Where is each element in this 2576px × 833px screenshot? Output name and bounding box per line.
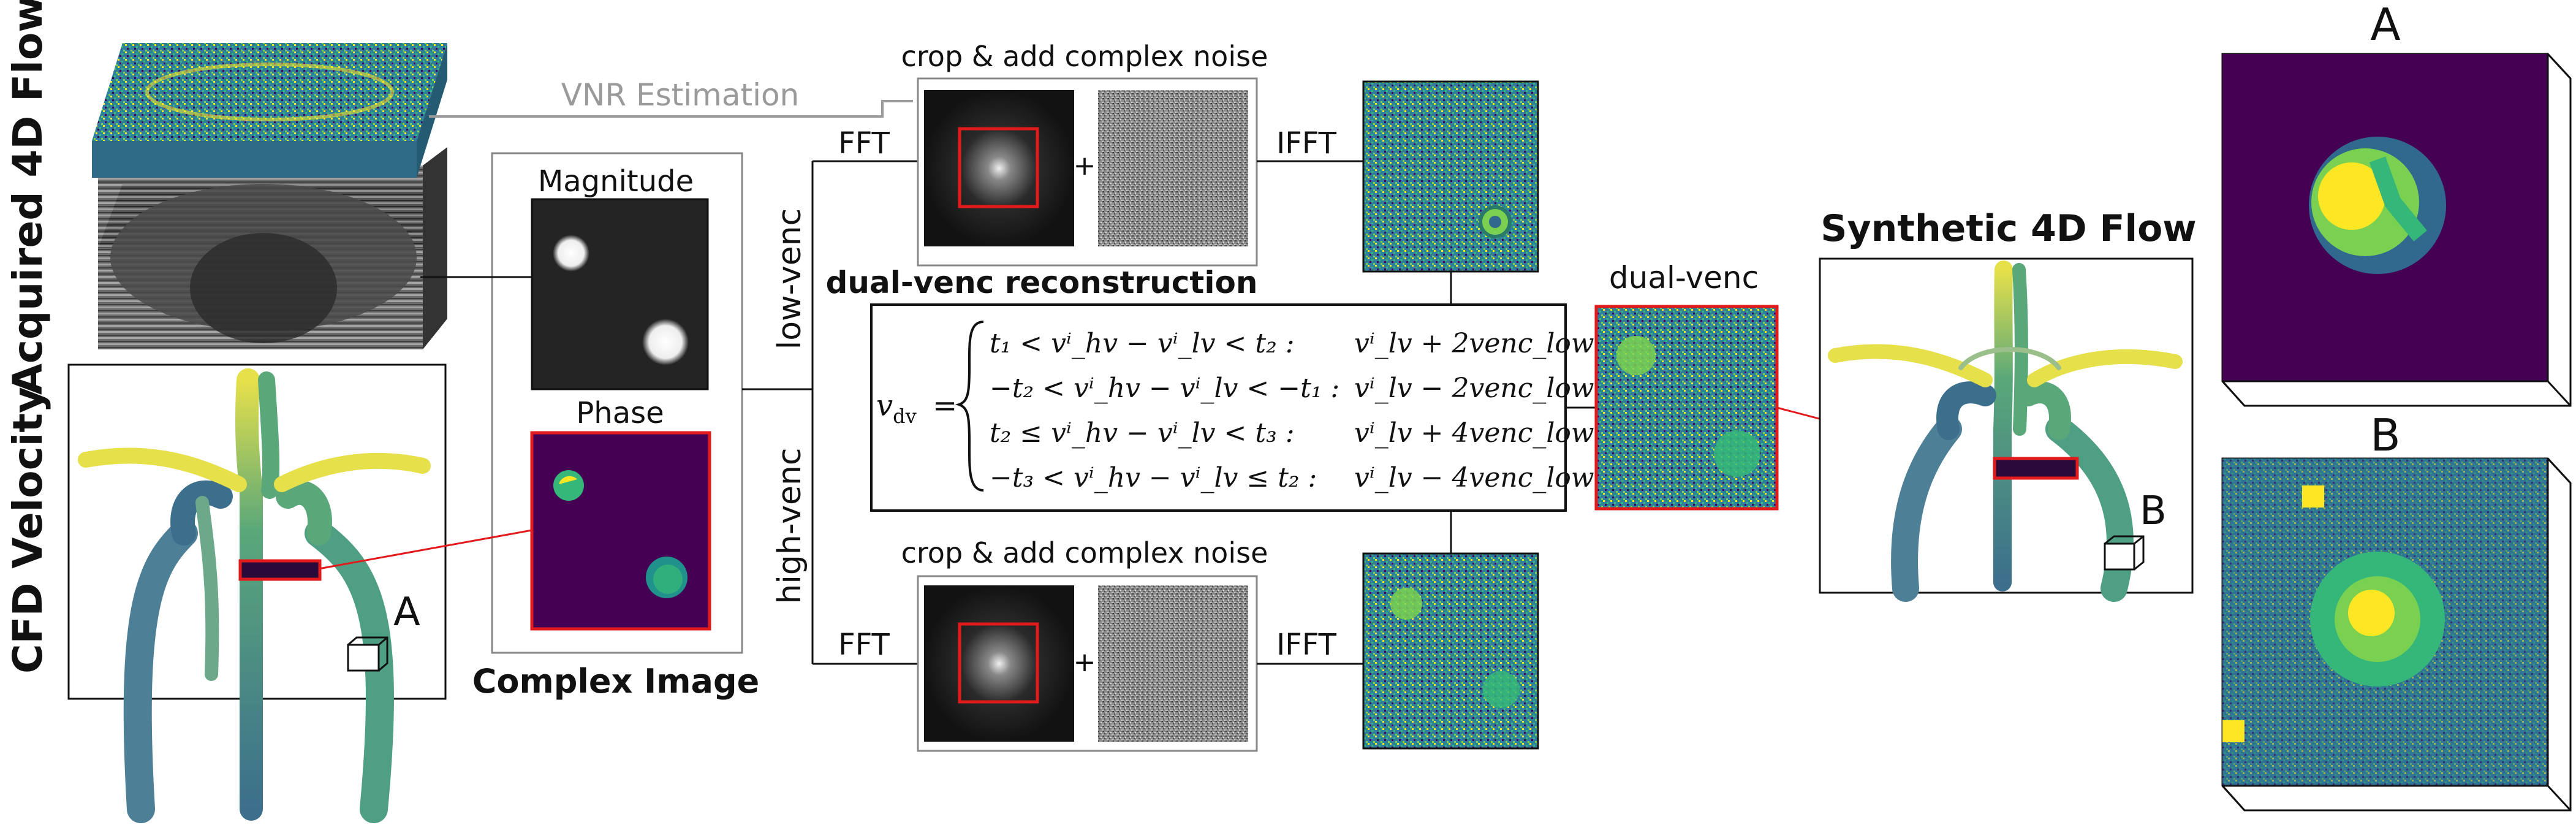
eq-row-3-cond: t₂ ≤ vⁱ_hv − vⁱ_lv < t₃ : bbox=[990, 417, 1295, 449]
dualvenc-velocity-image bbox=[1594, 305, 1779, 511]
panel-b-cube bbox=[2221, 457, 2572, 812]
lowvenc-velocity-image bbox=[1362, 80, 1539, 273]
crop-top-label: crop & add complex noise bbox=[901, 40, 1268, 73]
eq-lhs-sub: dv bbox=[893, 405, 917, 428]
synthetic-vessel-image bbox=[1828, 261, 2183, 602]
acquired-volume-image bbox=[92, 43, 447, 349]
panel-a-title: A bbox=[2370, 0, 2400, 50]
eq-row-2-cond: −t₂ < vⁱ_hv − vⁱ_lv < −t₁ : bbox=[990, 373, 1339, 404]
eq-row-4-cond: −t₃ < vⁱ_hv − vⁱ_lv ≤ t₂ : bbox=[990, 462, 1317, 493]
eq-lhs: v bbox=[876, 389, 893, 423]
phase-label: Phase bbox=[576, 396, 664, 430]
eq-row-2-val: vⁱ_lv − 2venc_low bbox=[1354, 373, 1594, 404]
plus-bottom: + bbox=[1074, 647, 1096, 678]
ifft-top-label: IFFT bbox=[1276, 126, 1337, 161]
acquired-4d-flow-label: Acquired 4D Flow bbox=[4, 0, 51, 395]
cube-b-label: B bbox=[2140, 489, 2167, 534]
phase-image bbox=[530, 431, 711, 631]
noise-top-image bbox=[1098, 90, 1248, 246]
crop-bottom-region bbox=[958, 622, 1039, 704]
high-venc-label: high-venc bbox=[771, 447, 808, 604]
cfd-slice-plane bbox=[238, 559, 322, 581]
vnr-connector bbox=[429, 100, 913, 118]
cube-b-icon bbox=[2104, 535, 2145, 571]
vnr-estimation-label: VNR Estimation bbox=[561, 77, 800, 113]
cfd-to-phase-connector bbox=[318, 529, 532, 570]
cube-a-icon bbox=[347, 636, 388, 672]
crop-bottom-label: crop & add complex noise bbox=[901, 536, 1268, 569]
fft-top-label: FFT bbox=[838, 126, 890, 161]
synthetic-4d-flow-label: Synthetic 4D Flow bbox=[1820, 207, 2196, 250]
dual-venc-equation: vdv = t₁ < vⁱ_hv − vⁱ_lv < t₂ : vⁱ_lv + … bbox=[876, 321, 1594, 493]
complex-image-label: Complex Image bbox=[472, 662, 760, 701]
kspace-bottom-image bbox=[924, 585, 1074, 742]
noise-bottom-image bbox=[1098, 585, 1248, 742]
highvenc-velocity-image bbox=[1362, 552, 1539, 750]
synthetic-slice-plane bbox=[1993, 457, 2079, 480]
crop-top-region bbox=[958, 127, 1039, 208]
dual-venc-label: dual-venc bbox=[1609, 260, 1759, 295]
fft-bottom-label: FFT bbox=[838, 628, 890, 662]
cube-a-label: A bbox=[393, 590, 420, 635]
low-venc-label: low-venc bbox=[771, 208, 808, 349]
eq-row-4-val: vⁱ_lv − 4venc_low bbox=[1354, 462, 1594, 493]
panel-a-cube bbox=[2221, 53, 2572, 407]
eq-row-3-val: vⁱ_lv + 4venc_low bbox=[1354, 417, 1594, 449]
kspace-top-image bbox=[924, 90, 1074, 246]
plus-top: + bbox=[1074, 150, 1096, 181]
cfd-velocity-label: CFD Velocity bbox=[4, 387, 51, 674]
equation-box bbox=[870, 303, 1567, 512]
svg-text:vdv: vdv bbox=[876, 389, 917, 428]
magnitude-label: Magnitude bbox=[538, 164, 694, 199]
eq-row-1-val: vⁱ_lv + 2venc_low bbox=[1354, 328, 1594, 359]
ifft-bottom-label: IFFT bbox=[1276, 628, 1337, 662]
eq-equals: = bbox=[933, 389, 957, 423]
dual-recon-label: dual-venc reconstruction bbox=[826, 265, 1258, 300]
panel-b-title: B bbox=[2370, 409, 2400, 461]
eq-row-1-cond: t₁ < vⁱ_hv − vⁱ_lv < t₂ : bbox=[990, 328, 1295, 359]
cfd-vessel-image bbox=[78, 368, 431, 823]
